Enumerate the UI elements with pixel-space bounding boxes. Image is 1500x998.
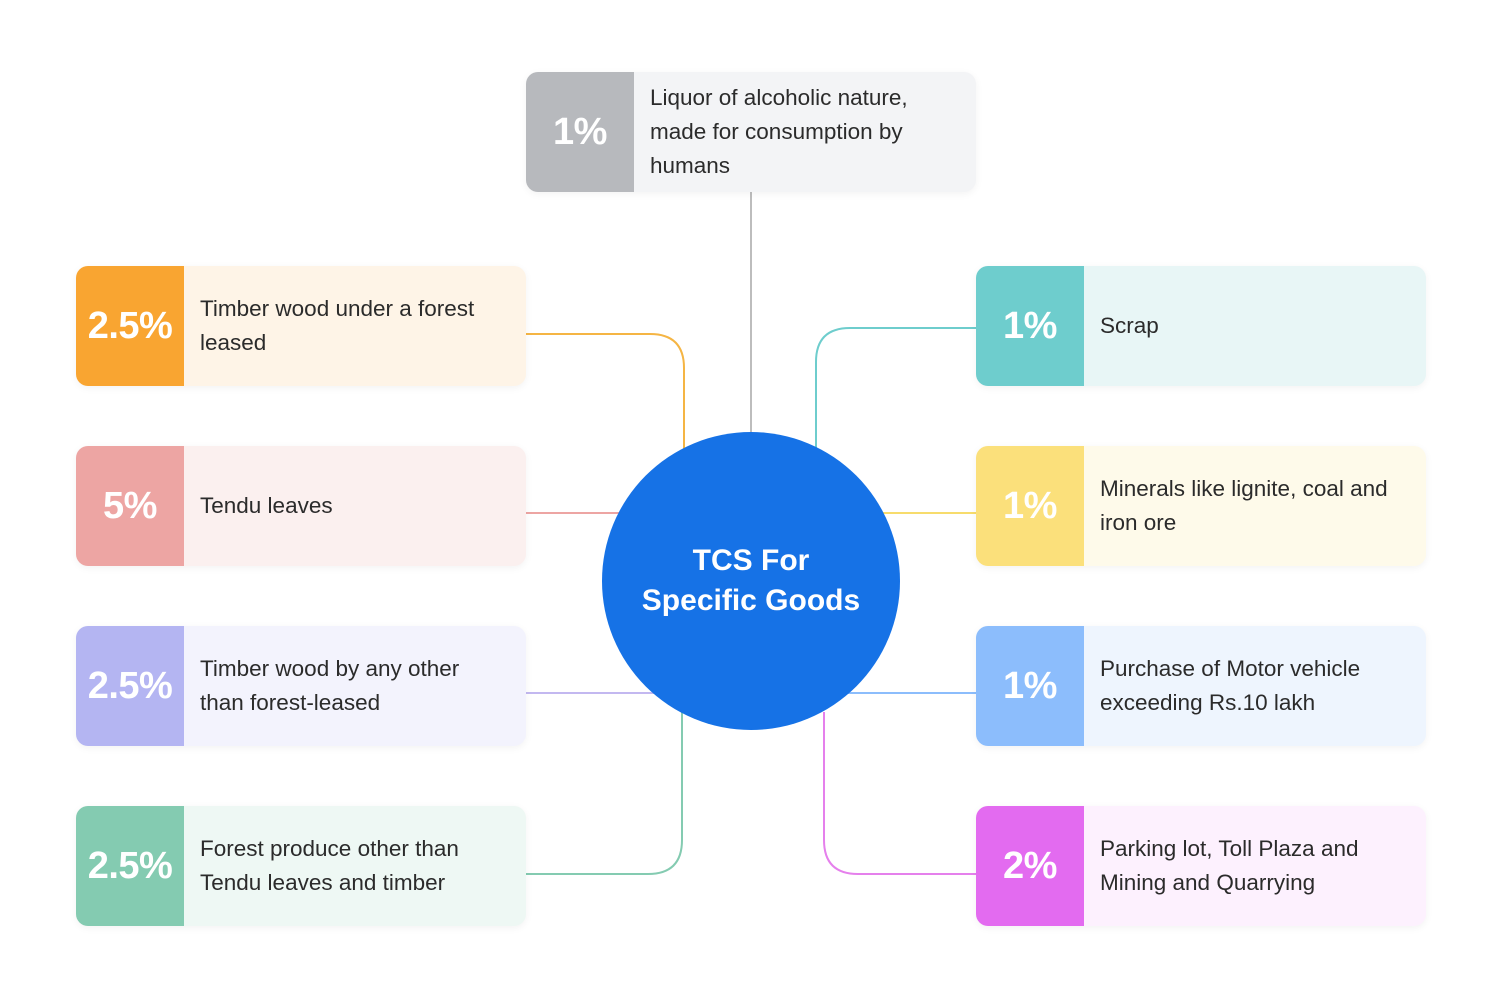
card-label: Forest produce other than Tendu leaves a…	[200, 836, 459, 895]
card-label: Scrap	[1100, 313, 1159, 338]
center-title: TCS For Specific Goods	[641, 544, 861, 617]
card-label: Liquor of alcoholic nature, made for con…	[650, 85, 908, 178]
connector-timber-forest-leased	[526, 333, 685, 450]
rate-badge: 1%	[976, 446, 1084, 566]
card-label: Minerals like lignite, coal and iron ore	[1100, 476, 1388, 535]
card-timber-other: 2.5% Timber wood by any other than fores…	[76, 626, 526, 746]
card-label: Parking lot, Toll Plaza and Mining and Q…	[1100, 836, 1359, 895]
card-minerals: 1% Minerals like lignite, coal and iron …	[976, 446, 1426, 566]
card-label: Timber wood under a forest leased	[200, 296, 475, 355]
card-motor-vehicle: 1% Purchase of Motor vehicle exceeding R…	[976, 626, 1426, 746]
rate-badge: 2.5%	[76, 266, 184, 386]
card-forest-produce: 2.5% Forest produce other than Tendu lea…	[76, 806, 526, 926]
connector-parking-toll-mining	[823, 712, 976, 875]
card-liquor: 1% Liquor of alcoholic nature, made for …	[526, 72, 976, 192]
rate-badge: 2%	[976, 806, 1084, 926]
card-parking-toll-mining: 2% Parking lot, Toll Plaza and Mining an…	[976, 806, 1426, 926]
card-scrap: 1% Scrap	[976, 266, 1426, 386]
card-tendu-leaves: 5% Tendu leaves	[76, 446, 526, 566]
card-label: Tendu leaves	[200, 493, 333, 518]
connector-scrap	[815, 327, 976, 450]
connector-forest-produce	[526, 712, 683, 875]
center-node: TCS For Specific Goods	[602, 432, 900, 730]
card-timber-forest-leased: 2.5% Timber wood under a forest leased	[76, 266, 526, 386]
card-label: Purchase of Motor vehicle exceeding Rs.1…	[1100, 656, 1361, 715]
rate-badge: 5%	[76, 446, 184, 566]
card-label: Timber wood by any other than forest-lea…	[200, 656, 460, 715]
rate-badge: 1%	[976, 266, 1084, 386]
rate-badge: 2.5%	[76, 806, 184, 926]
rate-badge: 2.5%	[76, 626, 184, 746]
rate-badge: 1%	[976, 626, 1084, 746]
rate-badge: 1%	[526, 72, 634, 192]
